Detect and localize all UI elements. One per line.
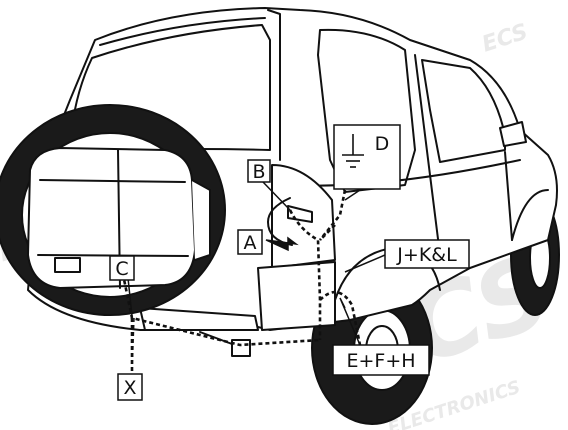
callout-jkl-label: J+K&L (396, 244, 457, 266)
leader-lines (127, 181, 386, 373)
callout-c: C (109, 255, 135, 281)
callout-b: B (247, 159, 271, 183)
ground-icon (342, 134, 364, 168)
callout-x-label: X (123, 377, 136, 399)
callout-d-label: D (375, 133, 390, 155)
callout-jkl: J+K&L (384, 239, 470, 269)
callout-c-label: C (115, 258, 128, 280)
callout-x: X (117, 373, 143, 401)
callout-a-label: A (244, 232, 257, 254)
spare-wheel (0, 104, 226, 316)
callout-efh-label: E+F+H (346, 350, 415, 372)
callout-b-label: B (252, 161, 265, 183)
watermark-brand-top: ECS (479, 20, 531, 58)
callout-d: D (333, 124, 401, 190)
callout-efh: E+F+H (332, 344, 430, 376)
callout-a: A (237, 229, 263, 255)
